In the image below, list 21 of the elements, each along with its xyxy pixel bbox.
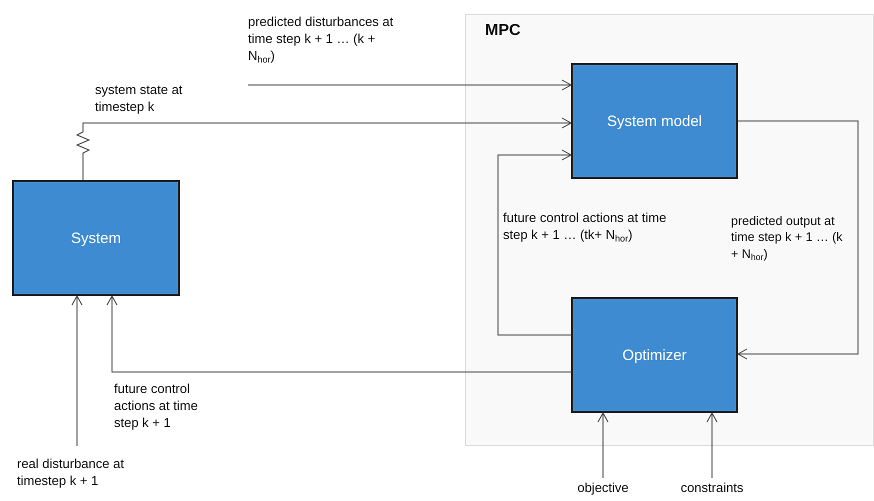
input-label: objective bbox=[570, 478, 636, 500]
process-box: System model bbox=[571, 63, 738, 179]
edge-label: future control actions at time step k + 1 bbox=[114, 381, 199, 432]
input-label: constraints bbox=[672, 478, 752, 500]
arrow bbox=[738, 120, 858, 360]
arrow bbox=[598, 412, 608, 478]
mpc-panel bbox=[465, 14, 874, 446]
arrow bbox=[248, 80, 572, 90]
edge-label: future control actions at time step k + 1 … (tk+ N$_{hor}$) bbox=[503, 210, 668, 244]
arrow bbox=[76, 118, 572, 180]
edge-label: predicted output at time step k + 1 … (k + N$_{hor}$) bbox=[731, 213, 844, 262]
panel-title: MPC bbox=[485, 22, 521, 40]
arrow bbox=[706, 412, 718, 478]
process-box: Optimizer bbox=[571, 297, 738, 413]
process-box: System bbox=[12, 180, 180, 296]
edge-label: system state at timestep k bbox=[95, 82, 184, 116]
arrow bbox=[106, 296, 572, 372]
arrow bbox=[72, 296, 82, 446]
input-label: real disturbance at timestep k + 1 bbox=[17, 446, 139, 496]
input-label: predicted disturbances at time step k + 1 … (k + N$_{hor}$) bbox=[248, 14, 398, 85]
arrow bbox=[498, 150, 572, 336]
